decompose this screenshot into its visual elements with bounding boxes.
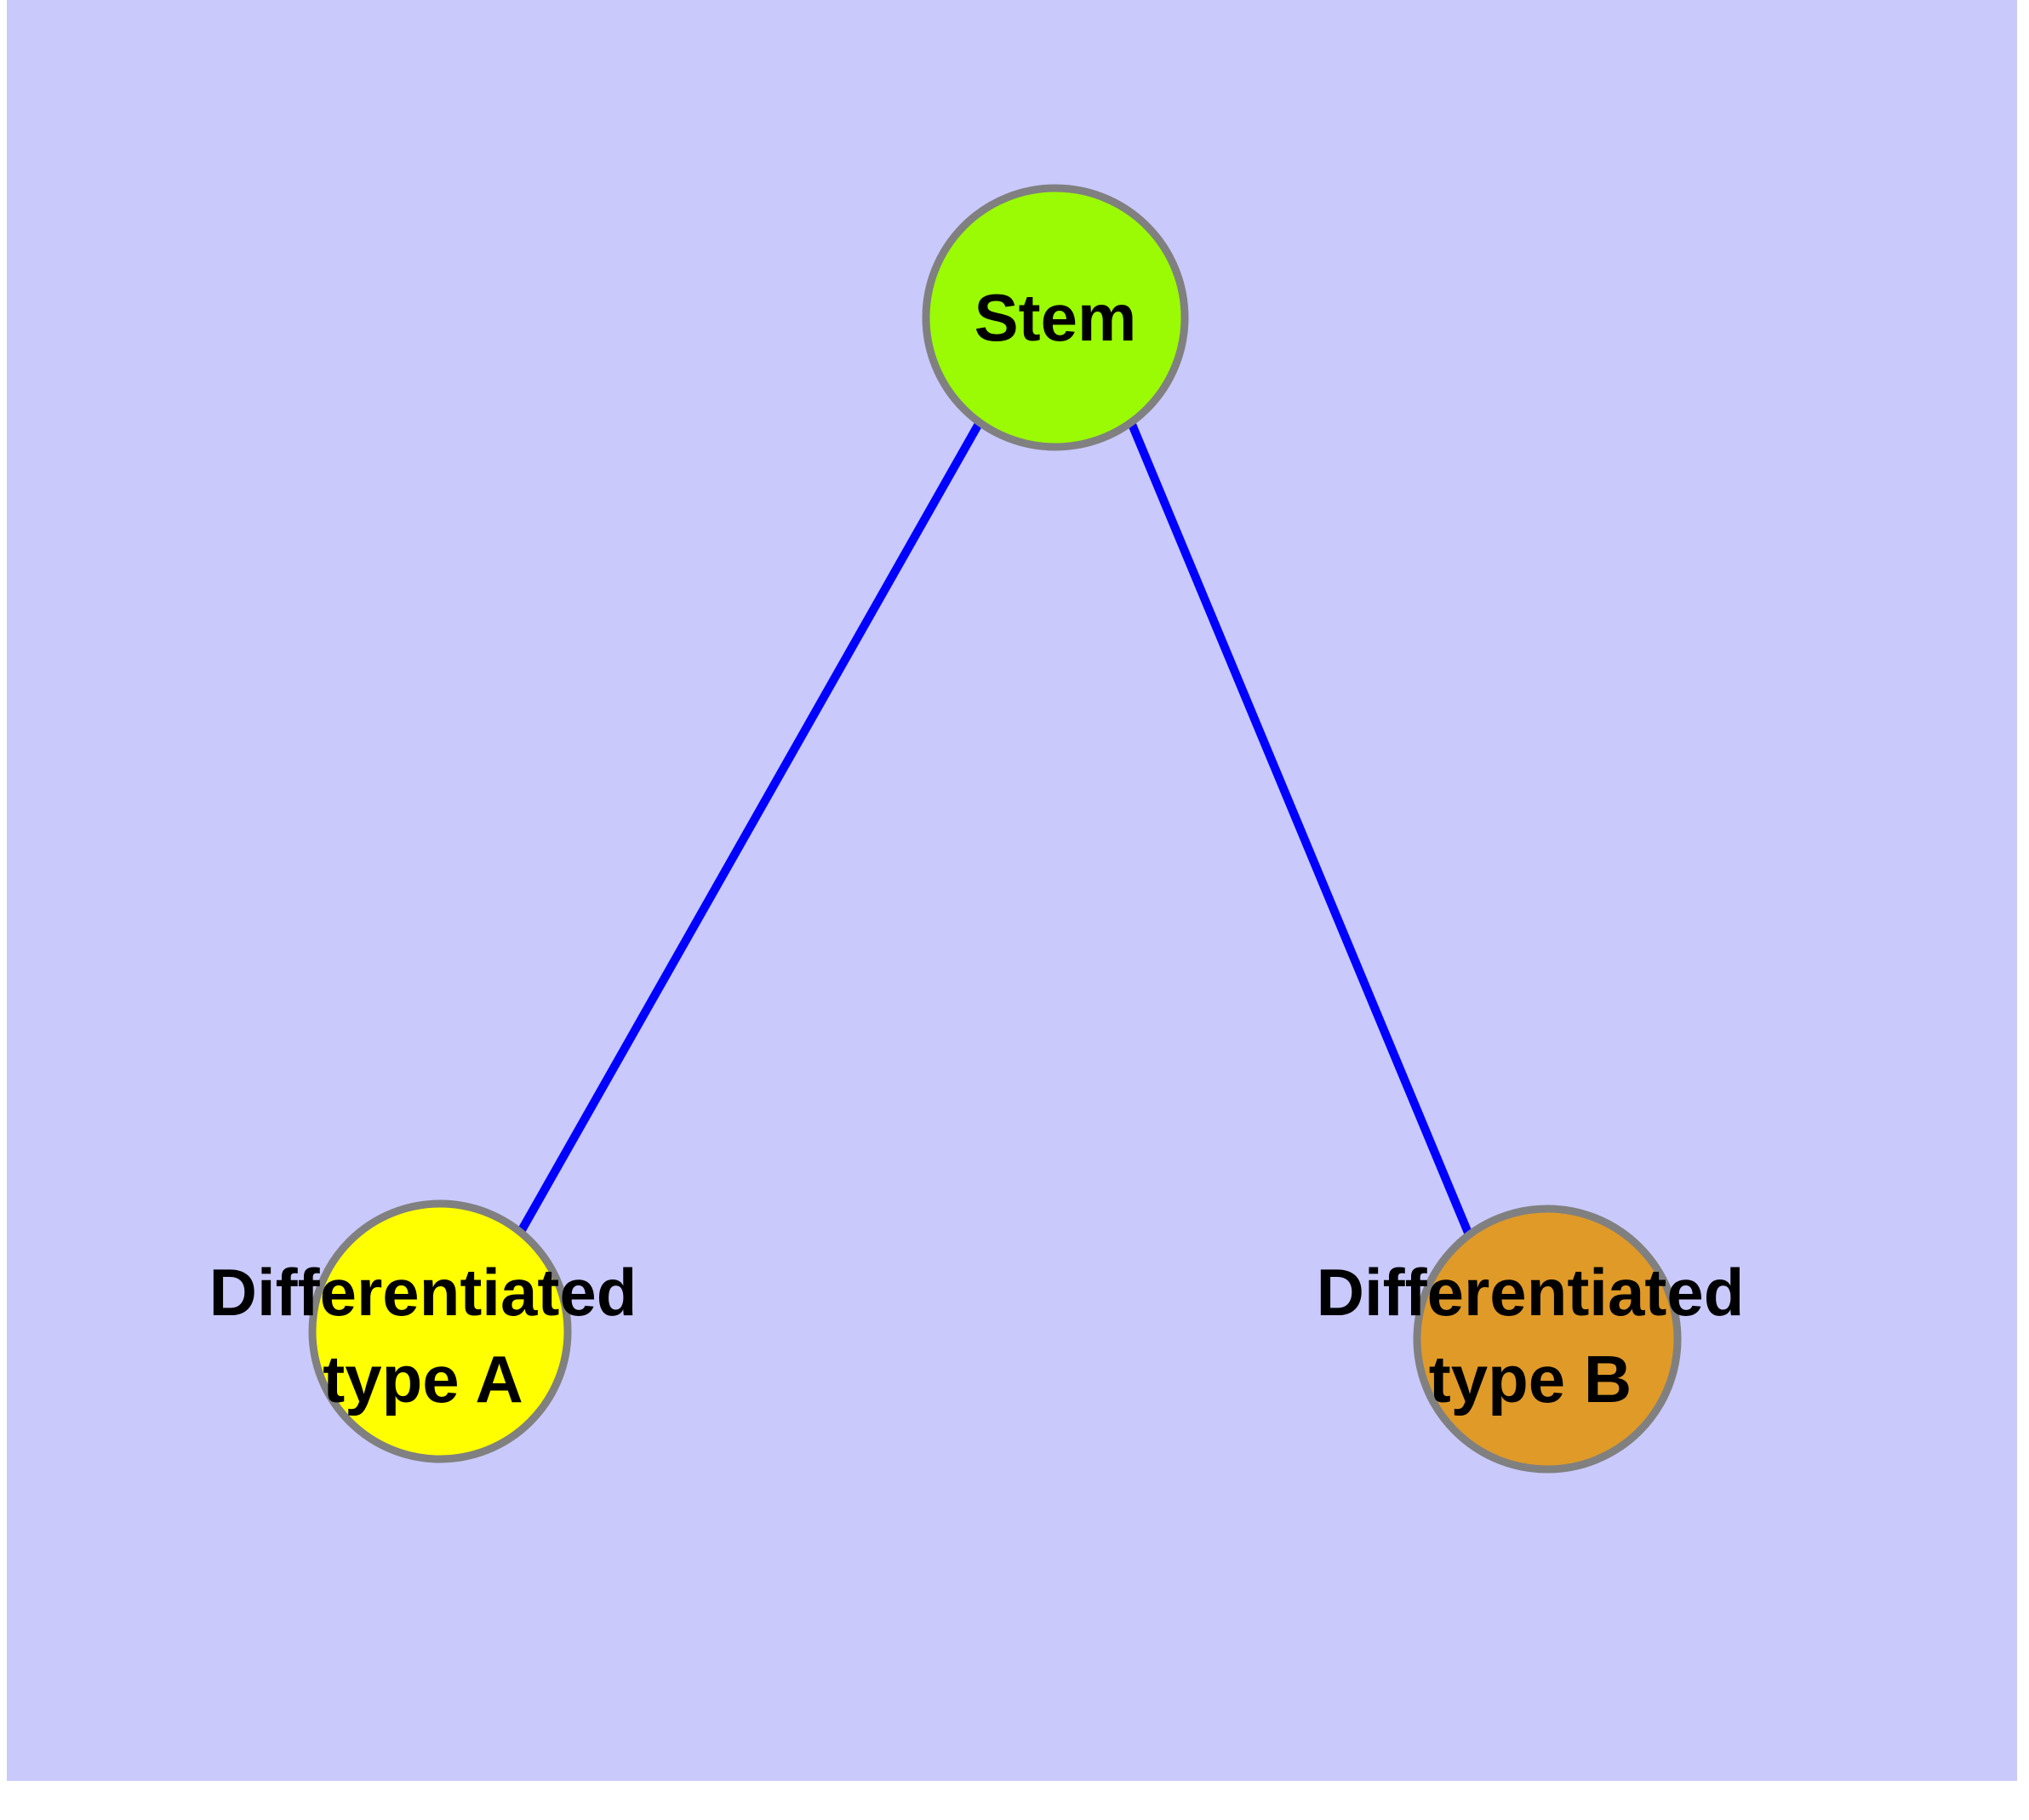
edge-stem-to-differentiated-type-a[interactable] xyxy=(517,420,984,1233)
node-label-differentiated-type-b-line1: Differentiated xyxy=(1317,1255,1745,1330)
node-label-layer: Stem Differentiated type A Differentiate… xyxy=(209,280,1745,1417)
node-label-differentiated-type-a-line1: Differentiated xyxy=(209,1255,637,1330)
edge-layer xyxy=(517,420,1474,1239)
node-label-stem: Stem xyxy=(974,280,1137,355)
node-label-differentiated-type-a-line2: type A xyxy=(323,1342,523,1417)
edge-stem-to-differentiated-type-b[interactable] xyxy=(1127,421,1474,1239)
node-label-differentiated-type-b-line2: type B xyxy=(1429,1342,1632,1417)
node-stem[interactable] xyxy=(922,184,1189,451)
node-differentiated-type-a[interactable] xyxy=(308,1199,572,1463)
node-differentiated-type-b[interactable] xyxy=(1413,1205,1682,1474)
node-layer xyxy=(308,184,1682,1474)
